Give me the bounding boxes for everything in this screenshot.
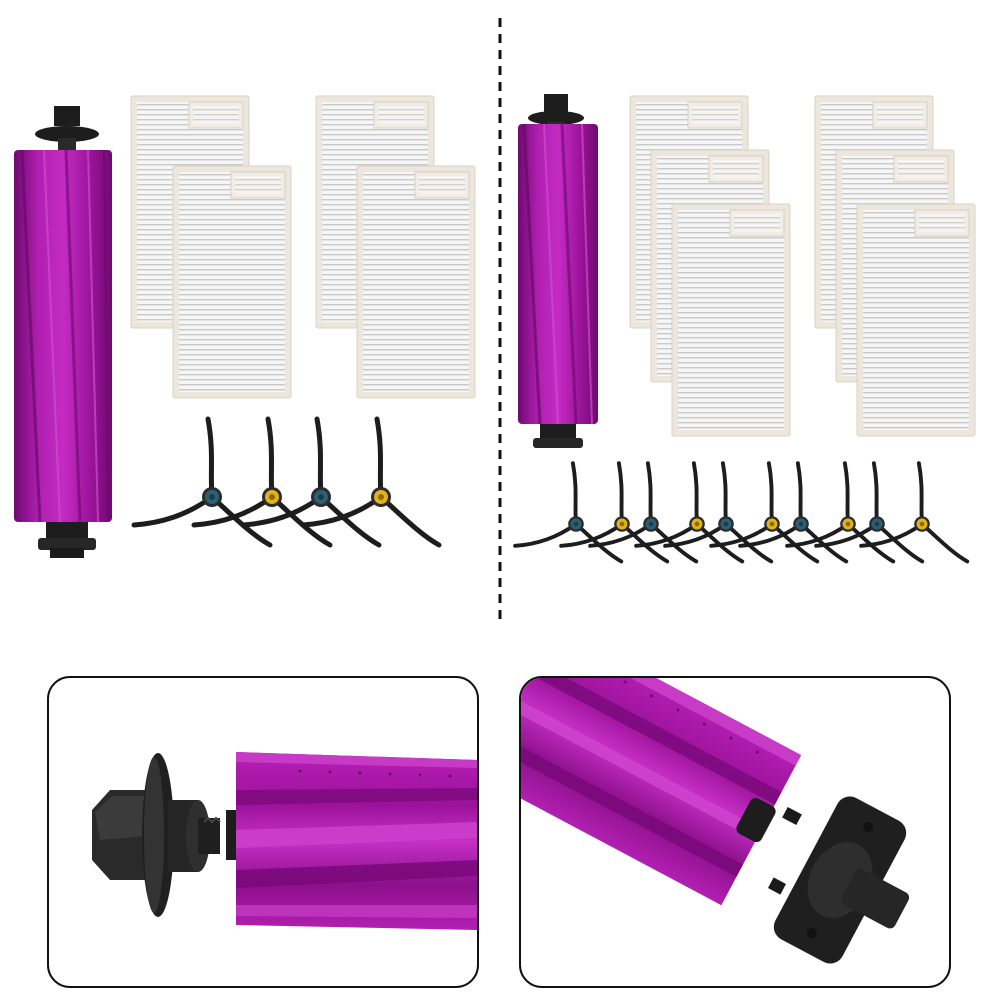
detail-panel-left: [47, 676, 479, 988]
left-main-brush: [14, 106, 112, 558]
right-main-brush: [518, 94, 598, 448]
left-filters: [130, 95, 476, 399]
left-side-brushes: [134, 419, 439, 545]
right-side-brushes: [513, 461, 970, 564]
right-filters: [629, 95, 976, 437]
detail-panel-right: [519, 676, 951, 988]
